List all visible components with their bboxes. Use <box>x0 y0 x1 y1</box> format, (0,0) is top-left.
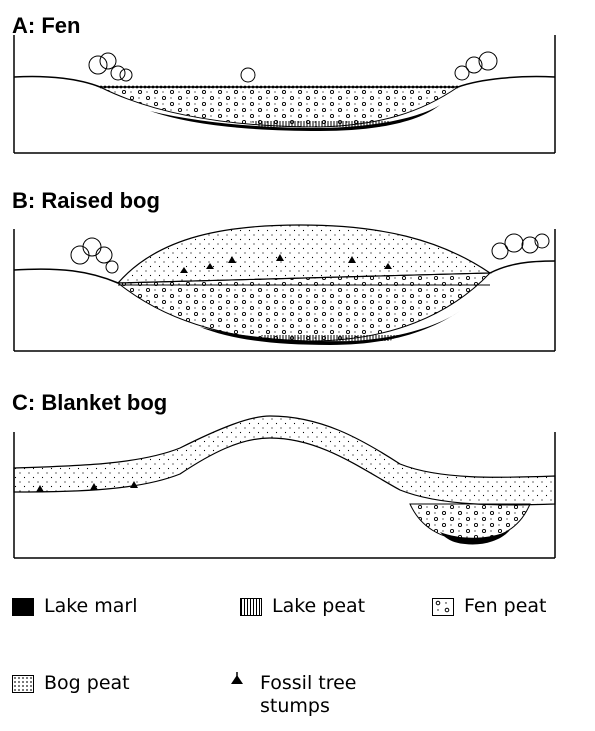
legend-label-bog-peat: Bog peat <box>44 672 130 695</box>
lake-peat-swatch <box>240 598 262 616</box>
legend-bog-peat: Bog peat <box>12 672 130 695</box>
bog-peat-swatch <box>12 675 34 693</box>
fen-peat-swatch <box>432 598 454 616</box>
legend-lake-peat: Lake peat <box>240 595 365 618</box>
legend-label-fossil-tree: Fossil tree <box>260 672 357 695</box>
legend-label-stumps: stumps <box>260 695 357 718</box>
legend-fossil-tree-stumps: Fossil tree stumps <box>228 672 357 718</box>
panel-title-raised-bog: B: Raised bog <box>12 190 160 212</box>
legend-label-lake-peat: Lake peat <box>272 595 365 618</box>
panel-title-fen: A: Fen <box>12 15 80 37</box>
legend-fen-peat: Fen peat <box>432 595 547 618</box>
raised-bog-diagram <box>0 215 595 355</box>
legend-lake-marl: Lake marl <box>12 595 138 618</box>
fossil-stump-icon <box>228 672 250 691</box>
legend-label-fen-peat: Fen peat <box>464 595 547 618</box>
lake-marl-swatch <box>12 598 34 616</box>
fen-diagram <box>0 35 595 195</box>
blanket-bog-diagram <box>0 408 595 568</box>
legend-label-lake-marl: Lake marl <box>44 595 138 618</box>
